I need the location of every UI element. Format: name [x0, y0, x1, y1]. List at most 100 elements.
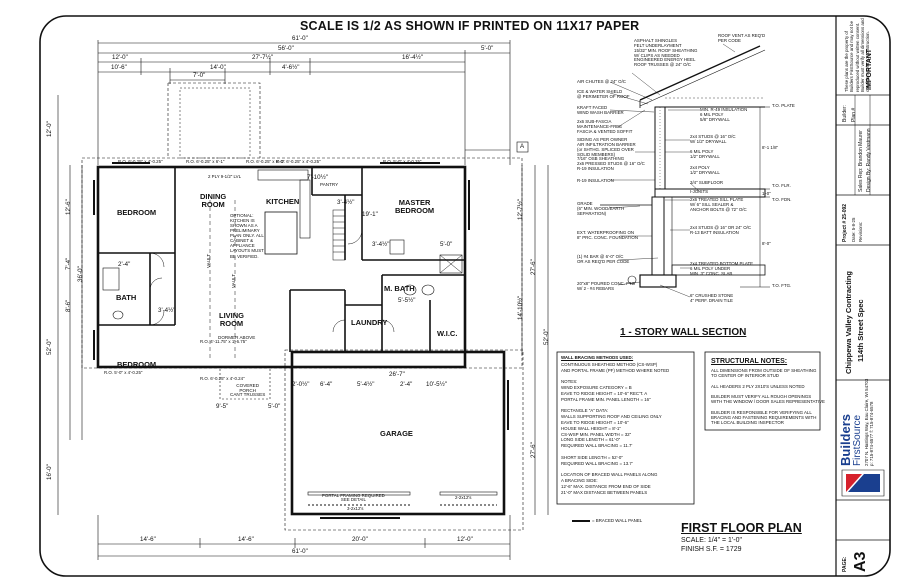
wb-line: HOUSE WALL HEIGHT = 8'-1" [561, 425, 621, 431]
tb-brand-bottom: FirstSource [852, 414, 863, 466]
wb-line: SHORT SIDE LENGTH = 52'-0" [561, 454, 623, 460]
dim-misc-2: 5'-0" [268, 403, 281, 410]
sn-line: TO CENTER OF INTERIOR STUD [711, 373, 779, 379]
wb-line: LONG SIDE LENGTH = 61'-0" [561, 437, 621, 443]
room-kitchen: KITCHEN [266, 197, 300, 206]
wb-line: EAVE TO RIDGE HEIGHT = 10'-6" [561, 419, 629, 425]
dim-right-2: 27'-6" [530, 259, 537, 275]
dim-top-16: 16'-4½" [402, 54, 423, 61]
tb-revisions: Revisions: [858, 221, 863, 242]
room-wic: W.I.C. [437, 329, 458, 338]
room-garage: GARAGE [380, 429, 413, 438]
room-bedroom-1: BEDROOM [117, 208, 157, 217]
wb-line: PORTAL FRAME MIN. PANEL LENGTH = 16" [561, 396, 651, 402]
dim-misc-7: 2'-4" [400, 381, 413, 388]
sn-line: THE LOCAL BUILDING INSPECTOR [711, 420, 784, 426]
room-bath: BATH [116, 293, 137, 302]
ws-label-kraft: KRAFT FACED WIND WASH BARRIER [577, 105, 624, 115]
dim-top-overall: 61'-0" [292, 35, 308, 42]
dim-misc-9: 3'-4½" [158, 307, 176, 314]
rough-opening-2: R.O. 6'-0.25" x 4'-0.25" [118, 159, 163, 164]
note-header-1: 3-2x12's [347, 506, 364, 511]
label-vault-2: VAULT [231, 273, 236, 288]
structural-notes-box [704, 351, 821, 431]
ws-height-3: 8'-0" [762, 241, 771, 246]
dim-left-2: 12'-6" [65, 199, 72, 215]
room-master-bath: M. BATH [384, 284, 415, 293]
ws-right-ceiling: MIN. R-49 INSULATION 6 MIL POLY 5/8" DRY… [700, 107, 748, 122]
ws-label-air-chutes: AIR CHUTES @ 24" O/C [577, 79, 626, 84]
room-master-bedroom: MASTER BEDROOM [395, 198, 435, 215]
structural-notes-lines: ALL DIMENSIONS FROM OUTSIDE OF SHEATHING… [711, 368, 825, 425]
rough-opening-1: R.O. 6'-0.25" x 6'-1" [186, 159, 225, 164]
dim-bottom-1: 14'-6" [140, 536, 156, 543]
room-dining: DINING ROOM [200, 192, 227, 209]
tb-design-by: Design By: Randy Vastmann [866, 128, 872, 192]
wb-line: AND PORTAL FRAME (PF) METHOD WHERE NOTED [561, 367, 670, 373]
wb-line: WIND EXPOSURE CATEGORY = B [561, 385, 632, 391]
ws-level-fdn: T.O. FDN. [772, 197, 792, 202]
dim-bottom-overall: 61'-0" [292, 548, 308, 555]
section-marker-a: A [520, 143, 525, 150]
plan-finish-sf: FINISH S.F. = 1729 [681, 546, 742, 553]
wall-section-diagram [600, 43, 770, 298]
ws-level-plate: T.O. PLATE [772, 103, 795, 108]
ws-right-bottom-plate: 2x4 TREATED BOTTOM PLATE 6 MIL POLY UNDE… [690, 261, 754, 276]
wb-line: EAVE TO RIDGE HEIGHT = 10'-6" REC'T. A [561, 390, 648, 396]
dim-misc-5: 6'-4" [320, 381, 333, 388]
ws-height-2: 1'-0" [762, 191, 771, 196]
plan-scale: SCALE: 1/4" = 1'-0" [681, 537, 742, 544]
wb-line: WALLS SUPPORTING ROOF AND CEILING ONLY [561, 414, 662, 420]
wb-line: REQUIRED WALL BRACING = 13.7' [561, 460, 633, 466]
sn-line: BUILDER IS RESPONSIBLE FOR VERIFYING ALL [711, 409, 812, 415]
wall-bracing-box [556, 351, 695, 505]
note-portal-framing: PORTAL FRAMING REQUIRED SEE DETAIL [322, 493, 385, 503]
tb-client: Chippewa Valley Contracting [844, 271, 853, 374]
dim-misc-12: 5'-5½" [398, 297, 416, 304]
tb-address: 114th Street Spec [856, 299, 865, 362]
wb-line: 21'-0" MAX DISTANCE BETWEEN PANELS [561, 489, 648, 495]
tb-company-address: 2707 N. Hastings Way, Eau Claire, WI 547… [864, 378, 875, 466]
dim-right-1: 12'-7½" [517, 199, 524, 220]
dim-left-3: 7'-4" [65, 257, 72, 270]
ws-right-stone: 6" CRUSHED STONE 4" PERF. DRAIN TILE [690, 293, 734, 303]
note-kitchen: OPTIONAL: KITCHEN IS SHOWN AS A PRELIMIN… [230, 213, 264, 259]
wb-line: 12'-6" MAX. DISTANCE FROM END OF SIDE [561, 483, 651, 489]
room-pantry: PANTRY [320, 182, 339, 187]
rough-opening-6: R.O. 4'-11.75" x 1'-6.75" [200, 339, 247, 344]
dim-right-5: 27'-6" [530, 442, 537, 458]
ws-level-ftg: T.O. FTG. [772, 283, 792, 288]
rough-opening-8: R.O. 5'-0" x 4'-0.25" [104, 370, 143, 375]
ws-label-ice-water: ICE & WATER SHIELD @ PERIMETER OF ROOF [577, 89, 630, 99]
ws-right-2x4-poly: 2x4 POLY 1/2" DRYWALL [690, 165, 720, 175]
dim-bottom-4: 12'-0" [457, 536, 473, 543]
tb-sales-rep: Sales Rep: Brandon Maurer [858, 130, 864, 192]
wb-line: RECTANGLE "A" DATA: [561, 408, 609, 414]
dim-top-4: 4'-6½" [282, 64, 300, 71]
dim-top-14: 14'-0" [210, 64, 226, 71]
dim-top-7: 7'-0" [193, 72, 206, 79]
ws-right-subfloor: 3/4" SUBFLOOR [690, 180, 724, 185]
title-block [835, 16, 890, 576]
rough-opening-4: R.O. 5'-0" x 4'-0.25" [383, 159, 422, 164]
wb-line: CONTINUOUS SHEATHED METHOD (CS-WSP) [561, 362, 658, 367]
rough-opening-5: R.O. 6'-0.25" x 4'-0.25" [276, 159, 321, 164]
tb-page-number: A3 [852, 551, 869, 572]
ws-right-studs: 2x4 STUDS @ 16" O/C W/ 1/2" DRYWALL [690, 134, 736, 144]
dim-top-27: 27'-7½" [252, 54, 273, 61]
ws-right-joists: I-JOISTS [690, 189, 709, 194]
room-living: LIVING ROOM [219, 311, 245, 328]
ws-label-roof: ASPHALT SHINGLES FELT UNDERLAYMENT 15/32… [634, 38, 698, 68]
wall-section-title: 1 - STORY WALL SECTION [620, 327, 747, 338]
sn-line: BRACING AND FASTENING REQUIREMENTS WITH [711, 414, 817, 420]
dim-misc-13: 2'-4" [118, 261, 131, 268]
note-dim-b: 19'-1" [362, 211, 378, 218]
sn-line: WITH THE WINDOW / DOOR SALES REPRESENTAT… [711, 399, 825, 405]
label-dormer: DORMER ABOVE [218, 335, 256, 340]
wb-line: LOCATION OF BRACED WALL PANELS ALONG [561, 472, 658, 478]
ws-label-fascia: 2x6 SUB-FASCIA MAINTENANCE-FREE FASCIA &… [577, 119, 633, 134]
legend-braced-wall-panel: = BRACED WALL PANEL [592, 518, 643, 523]
ws-right-sill: 2x6 TREATED SILL PLATE W/ 6" SILL SEALER… [690, 197, 747, 212]
rough-opening-7: R.O. 6'-0.25" x 4'-0.24" [200, 376, 245, 381]
ws-right-fdn-studs: 2x4 STUDS @ 16" OR 24" O/C R-13 BATT INS… [690, 225, 752, 235]
